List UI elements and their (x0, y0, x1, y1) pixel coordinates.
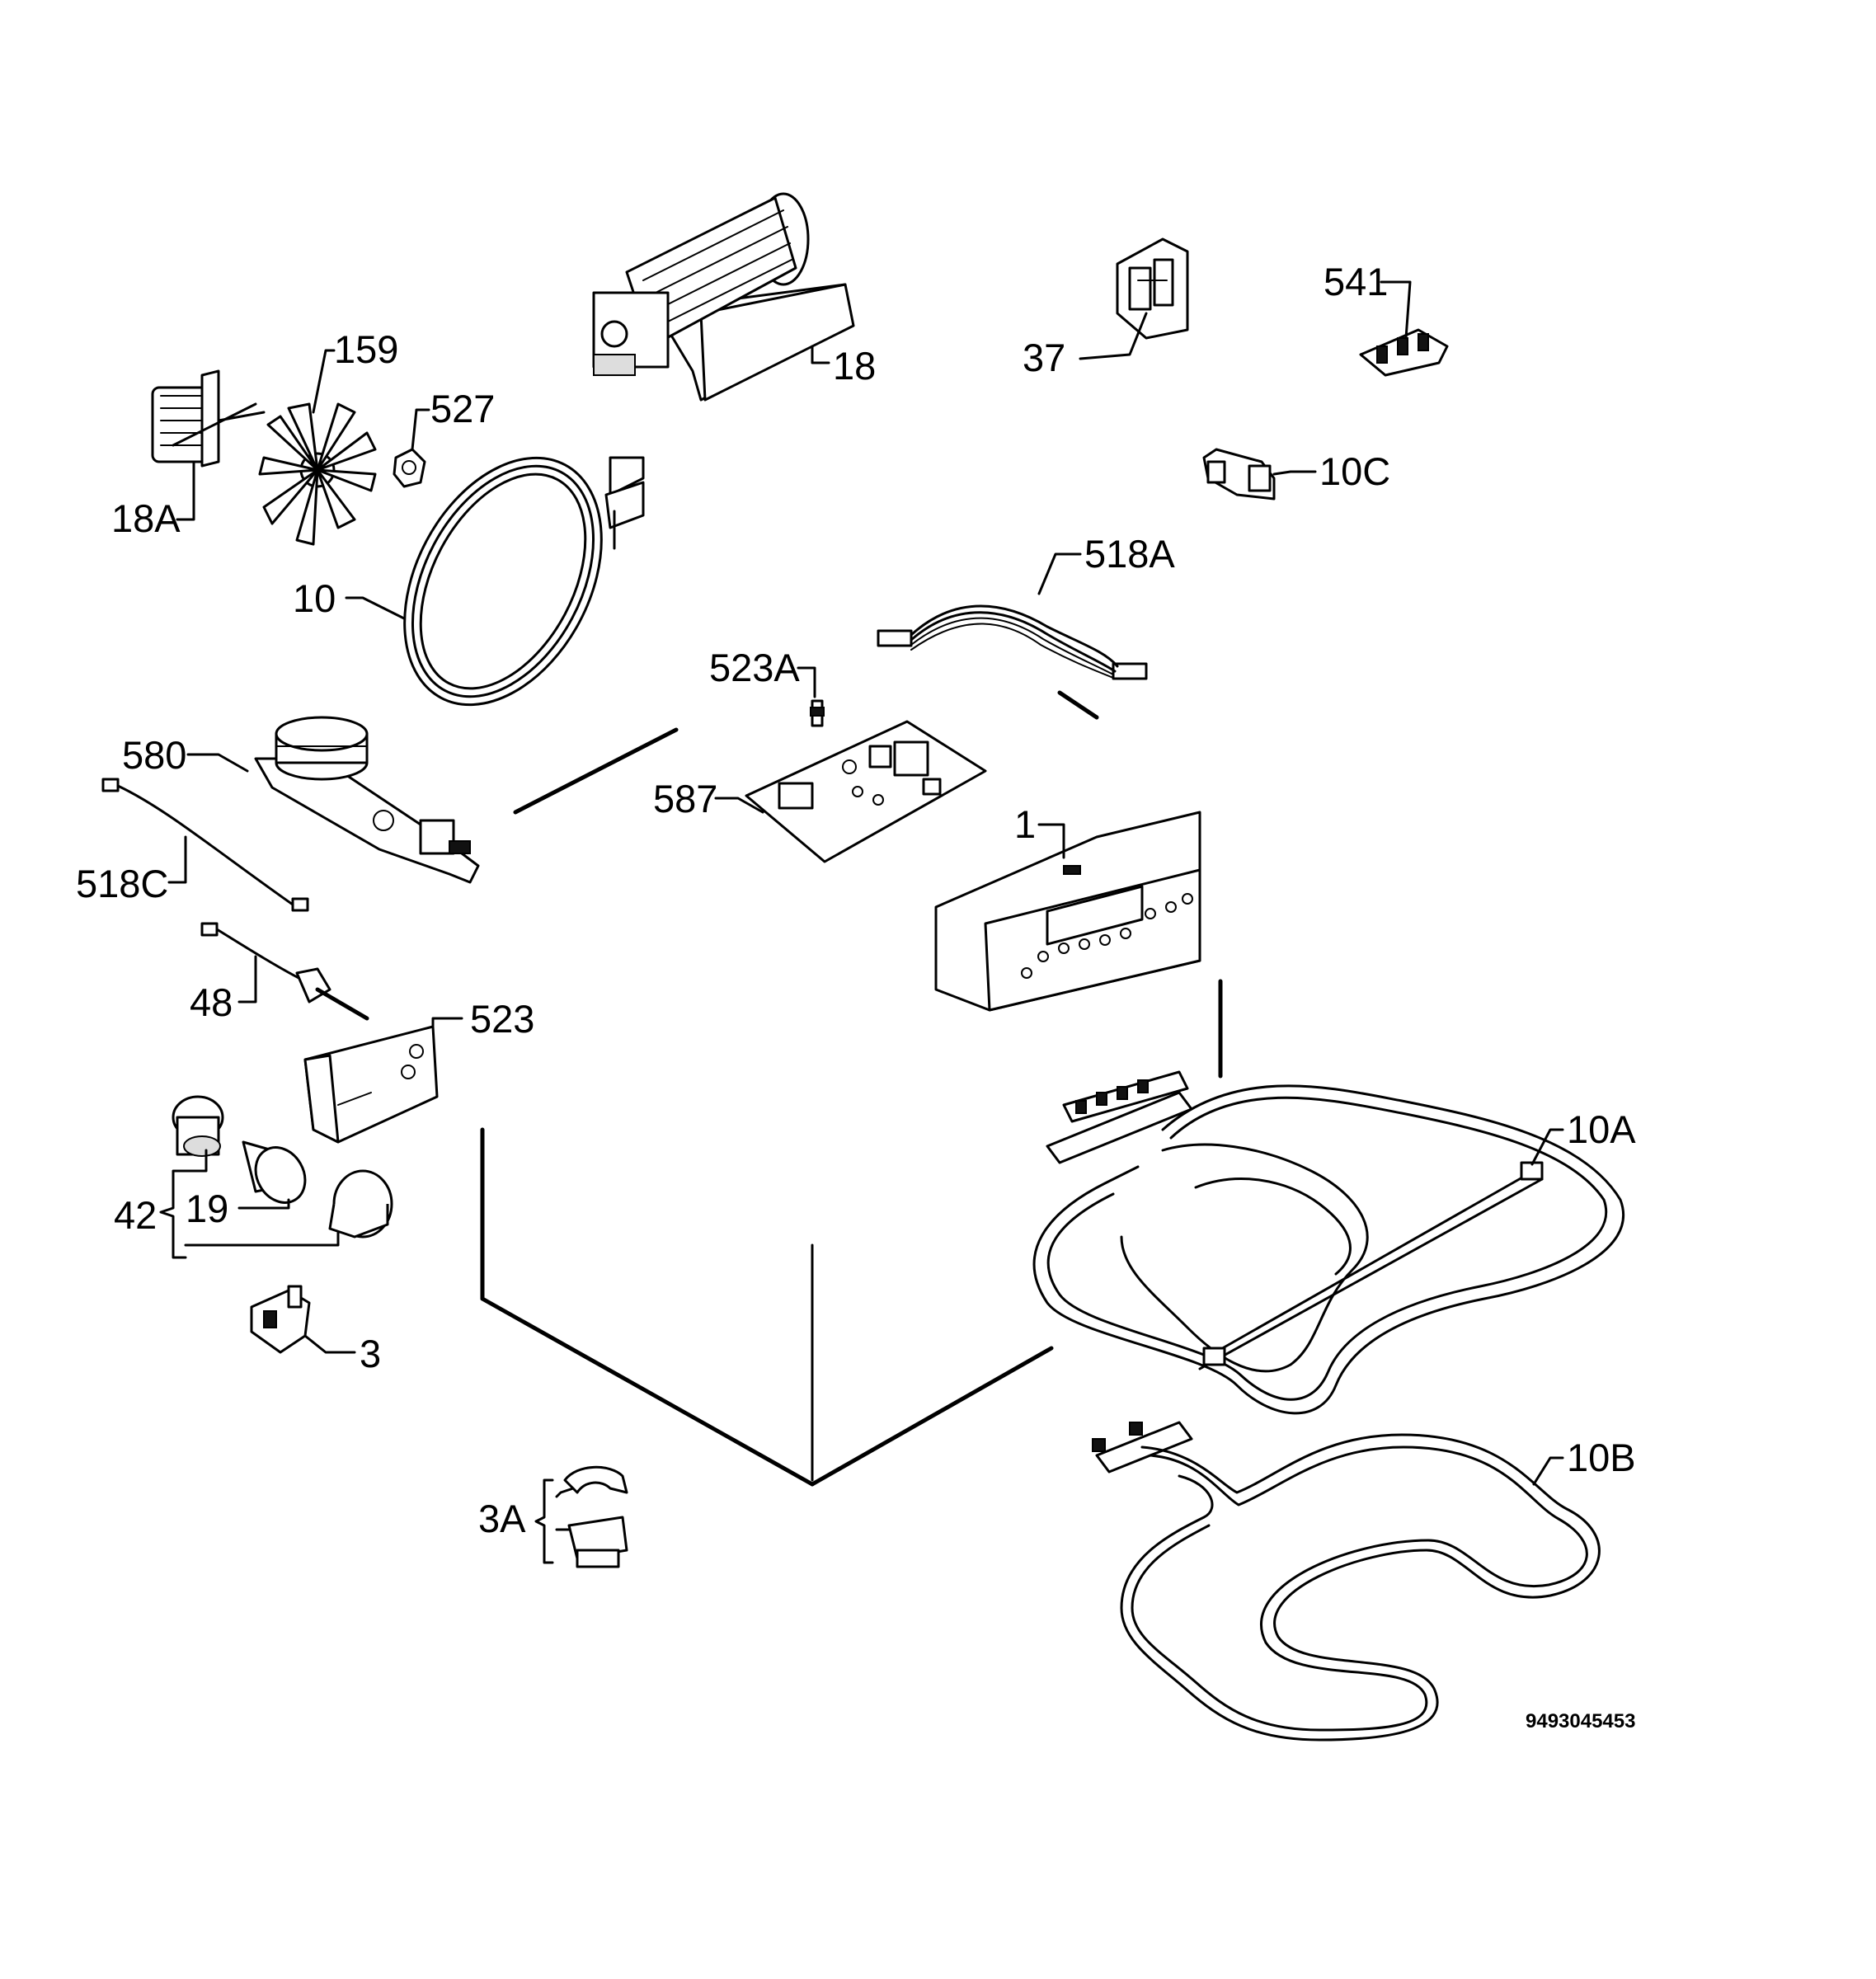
part-518A-wiring-harness[interactable] (877, 552, 1148, 680)
callout-10: 10 (293, 576, 336, 620)
part-10A-grill-element[interactable] (1032, 1070, 1624, 1415)
part-10B-bottom-element[interactable] (1092, 1421, 1601, 1742)
part-42-lamp-assembly[interactable] (159, 1095, 393, 1259)
part-3A-thermal-cutout[interactable] (534, 1465, 628, 1568)
part-159-fan-blade[interactable] (258, 349, 377, 546)
callout-523: 523 (470, 997, 534, 1041)
part-580-motor-drive[interactable] (186, 716, 480, 884)
callout-10B: 10B (1567, 1436, 1636, 1479)
callout-3: 3 (360, 1332, 381, 1375)
callout-10C: 10C (1319, 449, 1390, 493)
callout-518A: 518A (1084, 532, 1175, 576)
callout-48: 48 (190, 980, 233, 1024)
part-37-terminal-block[interactable] (1079, 237, 1189, 360)
part-18A-fan-motor[interactable] (151, 369, 266, 521)
callout-37: 37 (1023, 336, 1065, 379)
callout-541: 541 (1324, 260, 1388, 303)
part-527-nut[interactable] (393, 408, 430, 488)
part-3-thermostat[interactable] (250, 1285, 356, 1354)
callout-523A: 523A (709, 646, 800, 689)
part-523-mounting-plate[interactable] (303, 1017, 463, 1144)
part-18-tangential-fan[interactable] (592, 192, 855, 402)
callout-10A: 10A (1567, 1107, 1636, 1151)
callout-580: 580 (122, 733, 186, 777)
oven-cavity-outline (480, 690, 1223, 1487)
part-587-pcb[interactable] (714, 720, 987, 863)
part-541-connector[interactable] (1359, 280, 1449, 377)
part-10-circular-heating-element[interactable] (345, 424, 645, 738)
part-523A-sensor[interactable] (797, 666, 825, 727)
part-518C-wire[interactable] (101, 778, 309, 912)
callout-587: 587 (653, 777, 717, 820)
callout-19: 19 (186, 1187, 228, 1230)
callout-18A: 18A (111, 496, 181, 540)
callout-labels: 18 18A 159 527 10 37 541 10C 518A 523A 5… (76, 260, 1636, 1732)
callout-527: 527 (430, 387, 495, 430)
callout-159: 159 (334, 327, 398, 371)
callout-18: 18 (833, 344, 876, 388)
part-10C-bracket[interactable] (1202, 448, 1317, 501)
callout-518C: 518C (76, 862, 168, 905)
drawing-number: 9493045453 (1526, 1710, 1635, 1732)
part-1-display-module[interactable] (934, 811, 1201, 1012)
part-48-temperature-probe[interactable] (200, 922, 369, 1021)
callout-42: 42 (114, 1193, 157, 1237)
callout-3A: 3A (478, 1497, 526, 1540)
callout-1: 1 (1014, 802, 1036, 846)
